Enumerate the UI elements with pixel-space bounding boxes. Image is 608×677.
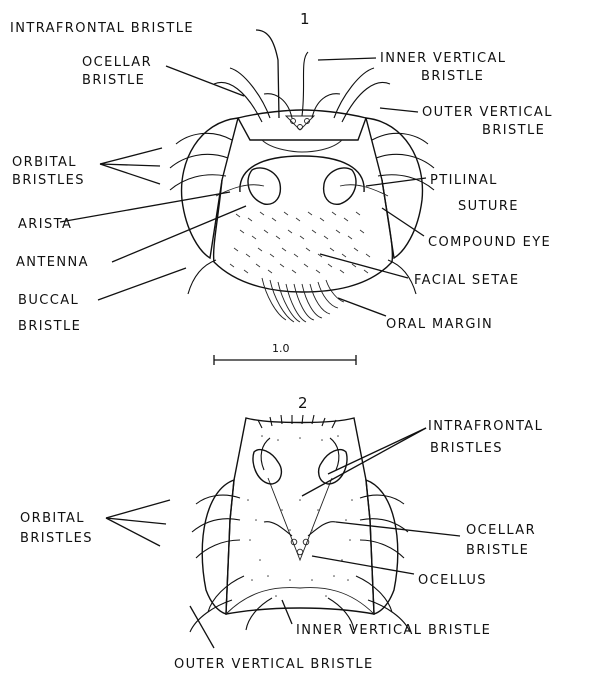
figure-1-labels: INTRAFRONTAL BRISTLE OCELLAR BRISTLE INN… (10, 21, 553, 334)
label-outer-vertical-dorsal: OUTER VERTICAL BRISTLE (174, 657, 374, 672)
label-facial-setae: FACIAL SETAE (414, 273, 519, 288)
label-buccal-line-2: BRISTLE (18, 319, 81, 334)
label-compound-eye: COMPOUND EYE (428, 235, 551, 250)
scale-bar: 1.0 (214, 342, 356, 365)
ocellar-triangle (286, 116, 314, 130)
figure-1-head-drawing (170, 52, 434, 322)
head-outline-dorsal (226, 418, 374, 614)
frontal-vitta-dorsal (268, 478, 332, 560)
figure-2-number: 2 (298, 394, 308, 412)
label-buccal-line-1: BUCCAL (18, 293, 79, 308)
figure-2: 2 (20, 394, 543, 672)
scale-bar-line (214, 355, 356, 365)
label-intrafrontal-bristle: INTRAFRONTAL BRISTLE (10, 21, 194, 36)
oral-margin-fringe (262, 278, 344, 322)
figure-1: 1 (10, 10, 553, 334)
label-orbital-dorsal-line-1: ORBITAL (20, 511, 85, 526)
label-ocellar-line-1: OCELLAR (82, 55, 152, 70)
antenna-right (324, 168, 356, 204)
ocellus-3 (298, 125, 303, 130)
label-antenna: ANTENNA (16, 255, 89, 270)
ocellus-dorsal-3 (297, 549, 303, 555)
figure-2-labels: INTRAFRONTAL BRISTLES ORBITAL BRISTLES O… (20, 419, 543, 672)
label-orbital-line-1: ORBITAL (12, 155, 77, 170)
label-oral-margin: ORAL MARGIN (386, 317, 493, 332)
label-inner-vertical-dorsal: INNER VERTICAL BRISTLE (296, 623, 491, 638)
label-intrafrontal-dorsal-line-1: INTRAFRONTAL (428, 419, 543, 434)
label-inner-vertical-line-2: BRISTLE (421, 69, 484, 84)
label-outer-vertical-line-2: BRISTLE (482, 123, 545, 138)
label-inner-vertical-line-1: INNER VERTICAL (380, 51, 506, 66)
figure-2-bristles (190, 415, 410, 632)
label-outer-vertical-line-1: OUTER VERTICAL (422, 105, 553, 120)
label-ptilinal-line-1: PTILINAL (430, 173, 498, 188)
label-ocellar-dorsal-line-2: BRISTLE (466, 543, 529, 558)
label-ocellus: OCELLUS (418, 573, 487, 588)
label-intrafrontal-dorsal-line-2: BRISTLES (430, 441, 503, 456)
scale-bar-label: 1.0 (272, 342, 290, 355)
occiput (226, 588, 374, 614)
antenna-left (248, 168, 280, 204)
antenna-left-dorsal (253, 450, 281, 484)
label-ocellar-dorsal-line-1: OCELLAR (466, 523, 536, 538)
stipple-texture-dorsal (247, 435, 353, 597)
figure-2-head-drawing (190, 415, 410, 632)
label-ocellar-line-2: BRISTLE (82, 73, 145, 88)
label-ptilinal-line-2: SUTURE (458, 199, 519, 214)
ptilinal-suture-line (240, 156, 364, 192)
label-orbital-line-2: BRISTLES (12, 173, 85, 188)
facial-setae-texture (230, 212, 370, 273)
label-arista: ARISTA (18, 217, 72, 232)
label-orbital-dorsal-line-2: BRISTLES (20, 531, 93, 546)
figure-2-leader-lines (106, 428, 460, 648)
frontal-vitta (262, 140, 342, 152)
figure-1-number: 1 (300, 10, 310, 28)
